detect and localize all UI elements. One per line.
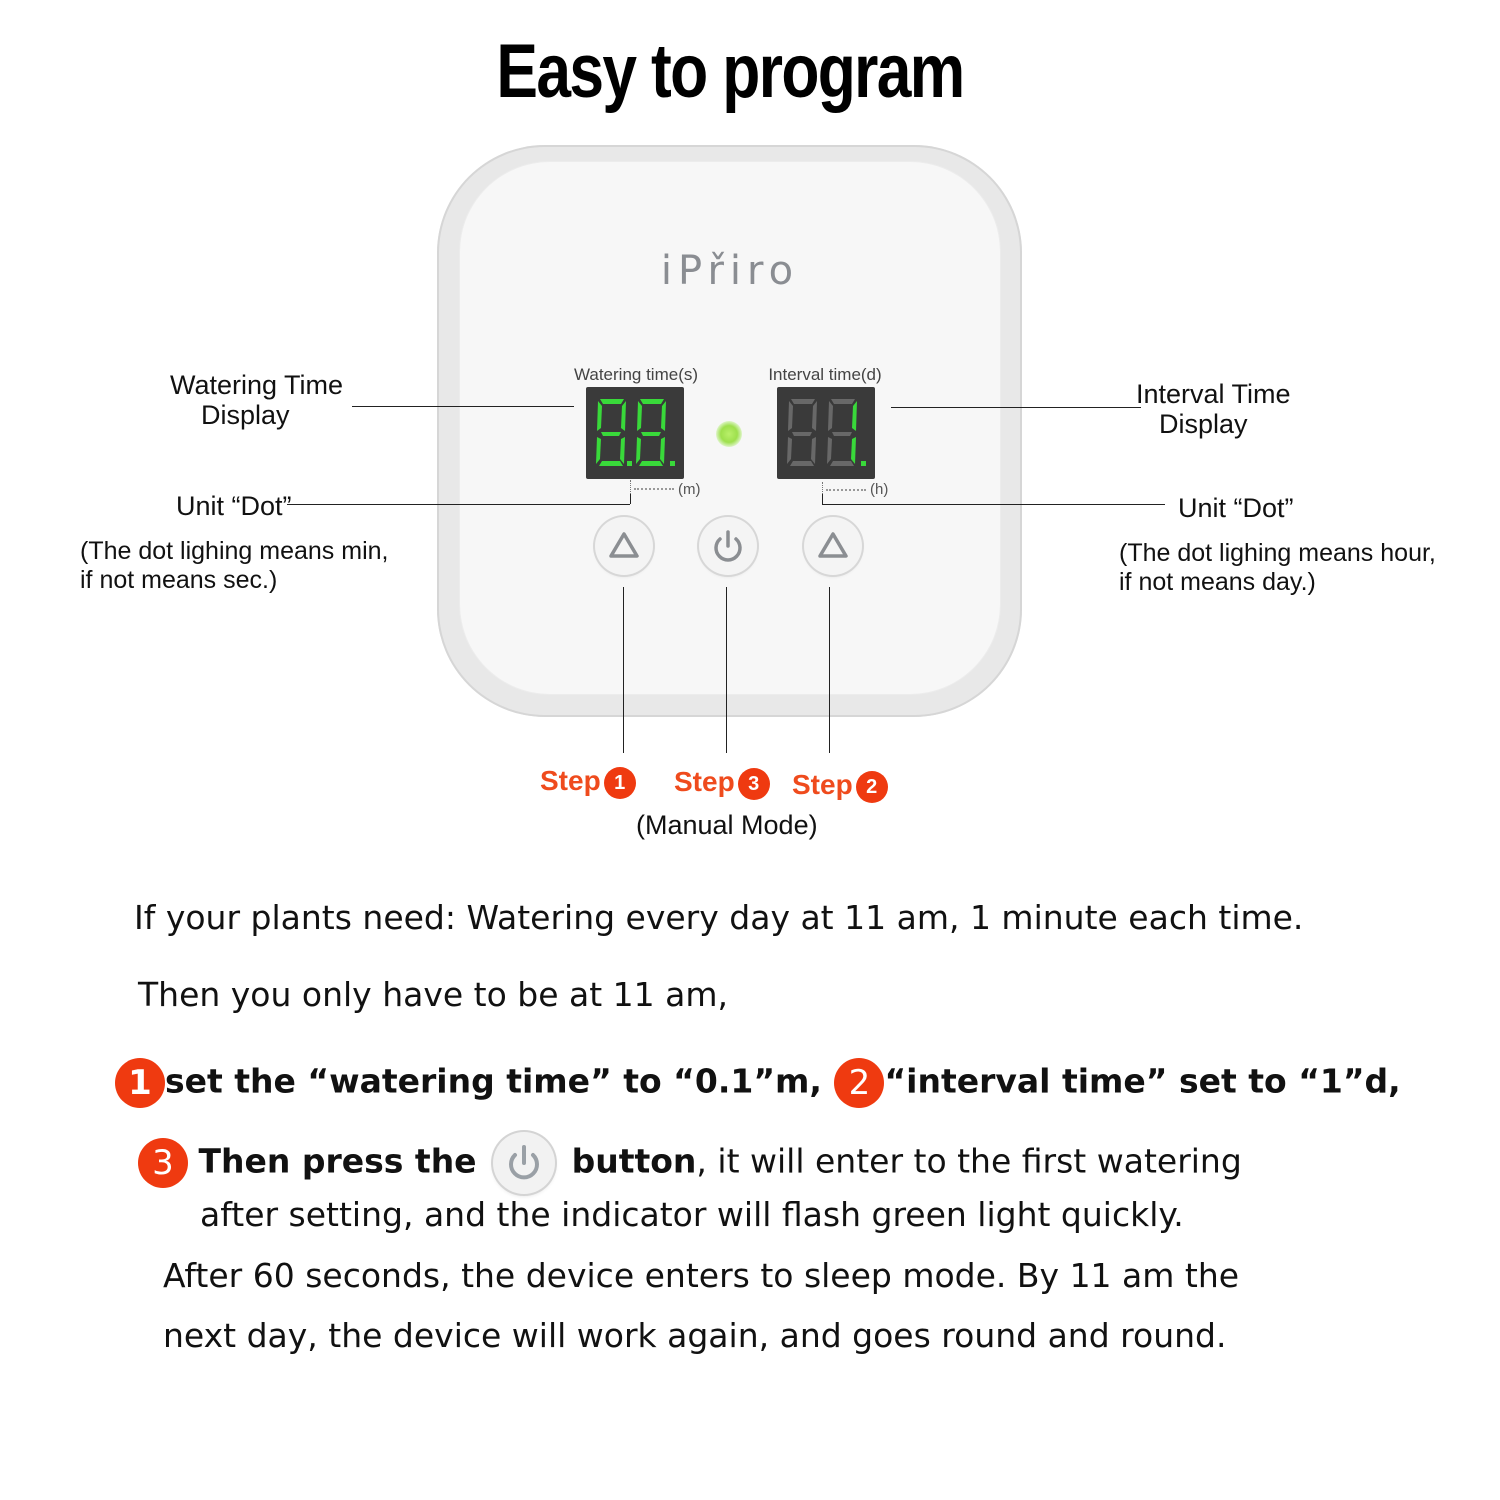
watering-time-display <box>586 387 684 479</box>
watering-time-label: Watering time(s) <box>573 365 699 384</box>
watering-unit-leader <box>634 488 674 490</box>
instruction-line-1: If your plants need: Watering every day … <box>134 898 1304 937</box>
instruction-line-6: next day, the device will work again, an… <box>163 1316 1227 1355</box>
green-indicator-light <box>716 421 742 447</box>
step2-number-badge: 2 <box>855 770 888 803</box>
step2-word: Step <box>792 769 853 800</box>
left-note-line1: (The dot lighing means min, <box>80 537 389 565</box>
right-note-line1: (The dot lighing means hour, <box>1119 539 1436 567</box>
interval-display-callout-line1: Interval Time <box>1136 379 1291 409</box>
step1-word: Step <box>540 765 601 796</box>
watering-unit-label: (m) <box>678 481 701 498</box>
interval-time-display <box>777 387 875 479</box>
right-unit-dot-leader-line <box>822 504 1165 505</box>
right-unit-dot-callout: Unit “Dot” <box>1178 493 1294 523</box>
step2-leader-line <box>829 587 830 753</box>
watering-unit-dot-marker <box>630 480 633 496</box>
step3-badge: 3 <box>138 1138 188 1188</box>
seven-segment-digits <box>596 399 675 466</box>
triangle-up-icon <box>818 532 848 558</box>
right-unit-dot-leader-tick <box>822 494 823 504</box>
instruction-line-2: Then you only have to be at 11 am, <box>138 975 729 1014</box>
watering-display-callout-line2: Display <box>201 400 290 430</box>
left-unit-dot-callout: Unit “Dot” <box>176 491 292 521</box>
power-button[interactable] <box>699 517 757 575</box>
seven-segment-digits <box>787 399 866 466</box>
brand-logo: iPřiro <box>660 248 800 294</box>
watering-display-callout-line1: Watering Time <box>170 370 344 400</box>
instruction-line-5: After 60 seconds, the device enters to s… <box>163 1256 1240 1295</box>
step3-word: Step <box>674 766 735 797</box>
watering-up-button[interactable] <box>595 517 653 575</box>
step1-text: set the “watering time” to “0.1”m, <box>165 1061 822 1101</box>
power-icon <box>509 1145 540 1180</box>
interval-display-callout-line2: Display <box>1159 409 1248 439</box>
step2-badge: 2 <box>834 1058 885 1108</box>
interval-unit-label: (h) <box>870 481 889 498</box>
step1-badge: 1 <box>115 1058 165 1108</box>
left-unit-dot-leader-tick <box>630 494 631 504</box>
interval-up-button[interactable] <box>804 517 862 575</box>
right-note-line2: if not means day.) <box>1119 568 1316 596</box>
interval-unit-dot-marker <box>822 482 825 498</box>
instruction-line-4: after setting, and the indicator will fl… <box>200 1195 1184 1234</box>
left-unit-dot-leader-line <box>287 504 630 505</box>
step3-button-word: button <box>571 1141 697 1181</box>
step3-leader-line <box>726 587 727 753</box>
interval-time-label: Interval time(d) <box>768 365 882 384</box>
page-title: Easy to program <box>496 29 965 114</box>
triangle-up-icon <box>609 532 639 558</box>
power-icon <box>714 530 742 562</box>
manual-mode-label: (Manual Mode) <box>636 810 818 840</box>
left-note-line2: if not means sec.) <box>80 566 278 594</box>
step1-leader-line <box>623 587 624 753</box>
step1-number-badge: 1 <box>603 766 636 799</box>
step3-text-rest: , it will enter to the first watering <box>696 1141 1242 1181</box>
step3-text: Then press the <box>198 1141 477 1181</box>
step2-text: “interval time” set to “1”d, <box>884 1061 1401 1101</box>
interval-unit-leader <box>826 489 866 491</box>
interval-display-leader-line <box>891 407 1141 408</box>
instruction-step3-row: 3 Then press the button, it will enter t… <box>138 1132 1242 1194</box>
inline-power-button-image <box>493 1132 556 1194</box>
step3-number-badge: 3 <box>737 767 770 800</box>
watering-display-leader-line <box>352 406 574 407</box>
